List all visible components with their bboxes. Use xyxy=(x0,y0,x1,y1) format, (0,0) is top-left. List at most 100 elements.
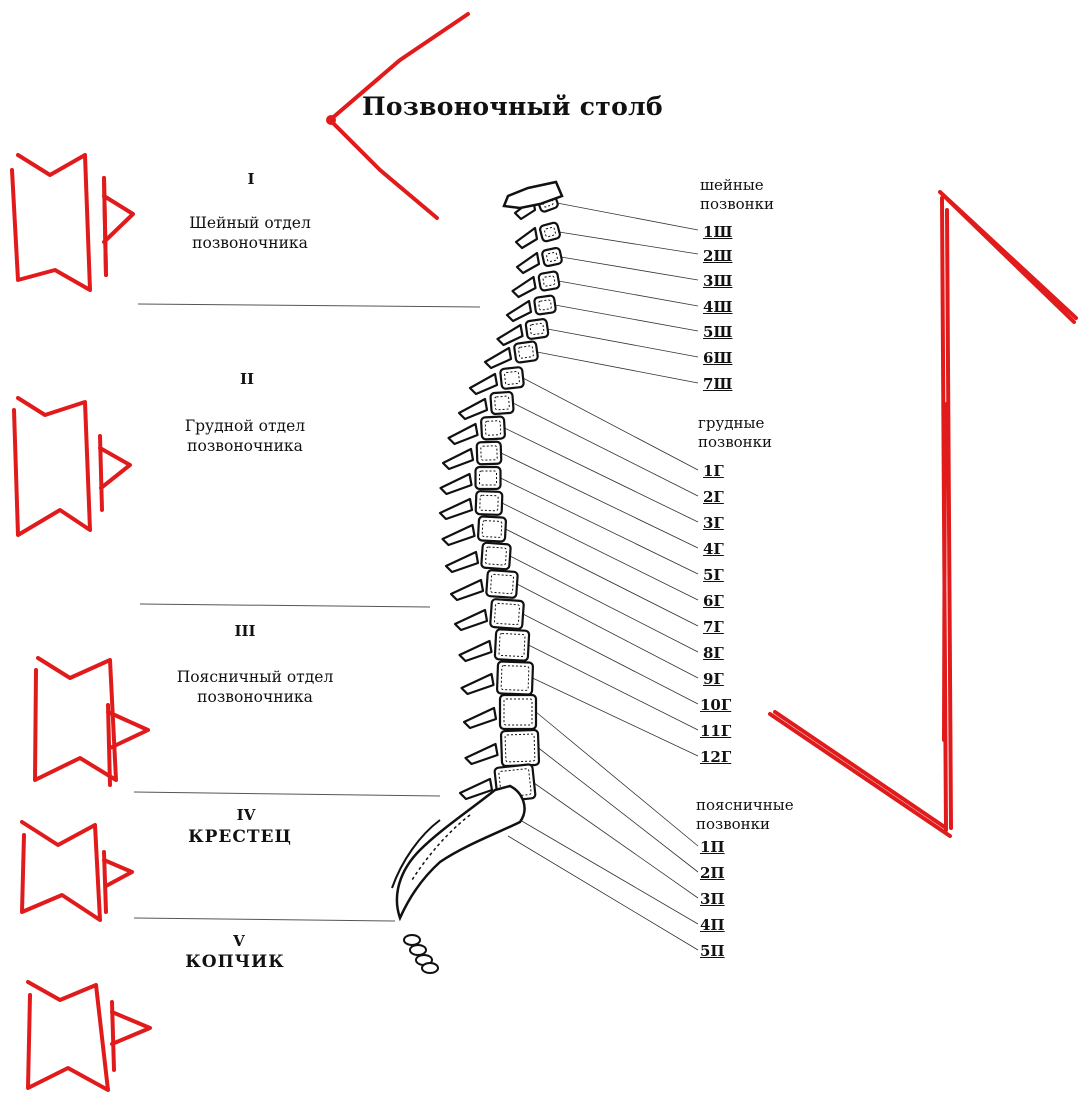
leader-line xyxy=(513,403,698,496)
vertebra-outline xyxy=(490,392,513,414)
red-annotations xyxy=(12,14,1076,1090)
section-divider-line xyxy=(134,792,440,796)
spinous-process xyxy=(470,374,497,394)
spinous-process xyxy=(443,525,475,545)
vertebra-body xyxy=(500,367,524,389)
sacrum xyxy=(397,786,525,918)
vertebra-body xyxy=(500,695,536,729)
red-scribble-5 xyxy=(28,982,108,1090)
spinous-process xyxy=(462,674,494,694)
spinous-process xyxy=(485,348,511,368)
leader-line xyxy=(517,584,698,678)
spinous-process xyxy=(449,424,478,444)
vertebra-outline xyxy=(514,341,538,363)
leader-line xyxy=(505,428,699,522)
vertebra-outline xyxy=(500,367,524,389)
leader-line xyxy=(559,281,699,306)
vertebra-outline xyxy=(534,295,556,315)
leader-line xyxy=(533,678,699,756)
vertebra-body xyxy=(490,599,524,629)
spinous-process xyxy=(443,449,473,469)
vertebra-body xyxy=(497,661,533,694)
vertebra-body xyxy=(476,467,501,489)
vertebra-body xyxy=(495,629,530,661)
coccyx-segment xyxy=(422,963,438,973)
leader-line xyxy=(559,232,698,254)
coccyx-segment xyxy=(410,945,426,955)
spinous-process xyxy=(464,708,496,728)
coccyx-segment xyxy=(404,935,420,945)
vertebra-body xyxy=(476,491,503,515)
leader-line xyxy=(502,503,698,600)
red-arrow-4 xyxy=(104,852,132,912)
vertebra-outline xyxy=(542,247,563,266)
vertebra-outline xyxy=(490,599,524,629)
spine-drawing xyxy=(392,182,562,973)
leader-line xyxy=(523,614,698,704)
leader-line xyxy=(539,748,699,872)
section-divider-line xyxy=(134,918,395,921)
vertebra-outline xyxy=(478,516,506,541)
vertebra-body xyxy=(478,516,506,541)
section-divider-line xyxy=(140,604,430,607)
leader-line xyxy=(501,478,699,574)
vertebra-body xyxy=(481,543,511,570)
leader-line xyxy=(561,257,698,280)
spinous-process xyxy=(498,325,523,345)
leader-line xyxy=(537,352,698,383)
vertebra-outline xyxy=(500,695,536,729)
red-arrow-1 xyxy=(104,178,133,275)
leader-line xyxy=(555,305,698,331)
spinous-process xyxy=(460,641,492,661)
leader-line xyxy=(536,712,698,846)
vertebra-outline xyxy=(539,222,561,242)
vertebra-body xyxy=(525,319,548,340)
leader-line xyxy=(529,645,699,730)
spinous-process xyxy=(517,253,539,273)
vertebra-body xyxy=(539,222,561,242)
vertebra-body xyxy=(486,570,518,598)
red-scribble-4 xyxy=(22,822,100,920)
leader-line xyxy=(506,529,699,626)
red-scribble-3 xyxy=(35,658,116,780)
vertebra-body xyxy=(490,392,513,414)
spinous-process xyxy=(513,277,536,297)
spinous-process xyxy=(466,744,498,764)
leader-line xyxy=(523,378,698,470)
red-dot-mark xyxy=(328,117,334,123)
spinous-process xyxy=(441,474,472,494)
vertebra-body xyxy=(538,271,560,291)
vertebra-body xyxy=(477,442,502,465)
spinous-process xyxy=(455,610,487,630)
spinous-process xyxy=(516,228,537,248)
spinous-process xyxy=(451,580,483,600)
leader-line xyxy=(501,453,698,548)
vertebra-body xyxy=(501,730,539,766)
spinous-process xyxy=(459,399,487,419)
red-scribble-1 xyxy=(12,155,90,290)
vertebra-body xyxy=(534,295,556,315)
leader-line xyxy=(534,783,698,898)
red-chevron-mark xyxy=(330,14,468,218)
vertebra-outline xyxy=(481,416,505,439)
vertebra-body xyxy=(481,416,505,439)
red-arrow-5 xyxy=(112,1002,150,1070)
leader-line xyxy=(557,203,698,230)
spinous-process xyxy=(507,301,531,321)
red-large-bracket xyxy=(770,192,1076,836)
spinous-process xyxy=(446,552,478,572)
section-divider-line xyxy=(138,304,480,307)
vertebra-outline xyxy=(538,271,560,291)
red-arrow-2 xyxy=(100,436,130,510)
vertebra-outline xyxy=(525,319,548,340)
leader-line xyxy=(508,836,698,950)
leader-line xyxy=(510,556,698,652)
leader-lines xyxy=(501,203,699,950)
vertebra-outline xyxy=(477,442,502,465)
vertebra-body xyxy=(514,341,538,363)
spinous-process xyxy=(440,499,472,519)
red-scribble-2 xyxy=(14,398,90,535)
leader-line xyxy=(548,329,699,357)
